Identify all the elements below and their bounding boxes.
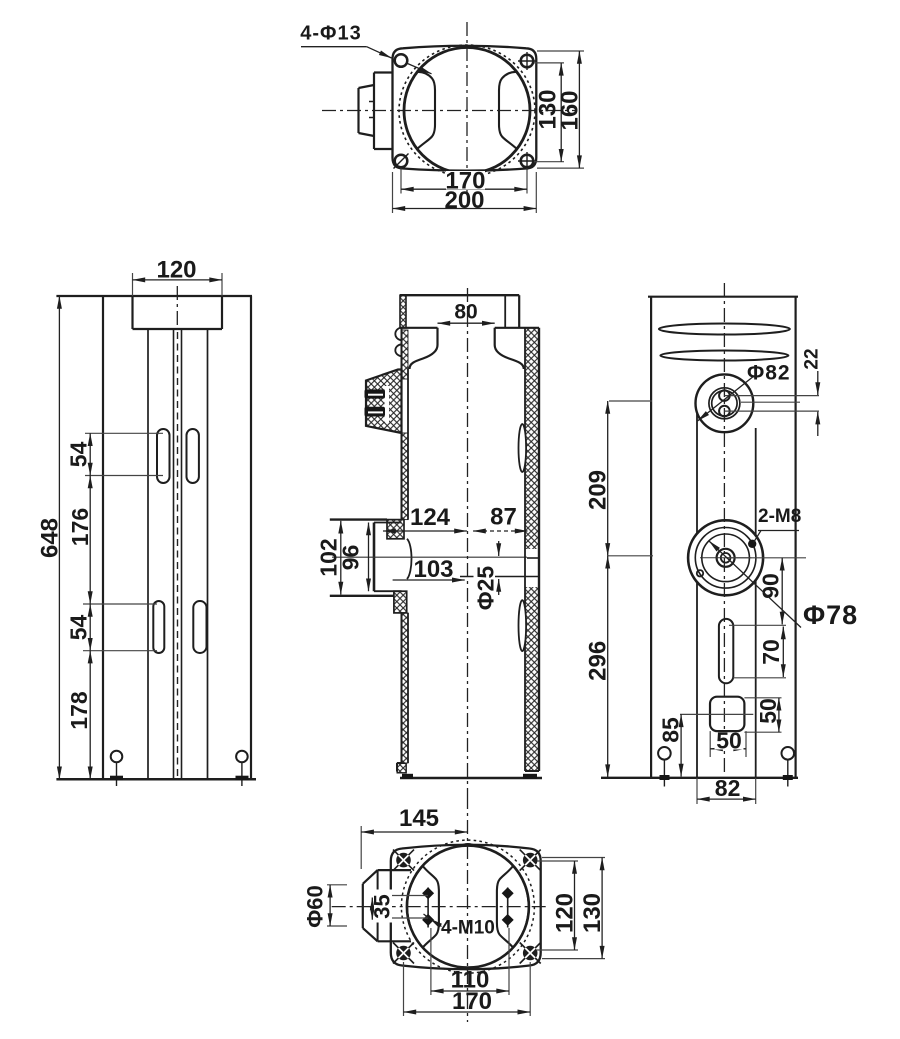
svg-text:90: 90 bbox=[758, 573, 784, 599]
svg-text:124: 124 bbox=[410, 504, 451, 531]
svg-text:82: 82 bbox=[715, 775, 741, 801]
svg-text:209: 209 bbox=[585, 470, 612, 510]
svg-text:87: 87 bbox=[490, 503, 517, 530]
svg-text:102: 102 bbox=[316, 538, 342, 576]
svg-text:120: 120 bbox=[156, 256, 196, 283]
svg-text:35: 35 bbox=[370, 894, 395, 918]
svg-text:145: 145 bbox=[399, 805, 439, 832]
svg-text:22: 22 bbox=[802, 348, 823, 369]
svg-text:178: 178 bbox=[66, 691, 92, 730]
svg-text:103: 103 bbox=[413, 556, 453, 583]
svg-text:Φ25: Φ25 bbox=[473, 566, 499, 611]
svg-text:296: 296 bbox=[585, 641, 612, 681]
svg-text:170: 170 bbox=[452, 988, 492, 1015]
svg-text:170: 170 bbox=[445, 167, 485, 194]
svg-text:85: 85 bbox=[658, 717, 684, 743]
svg-text:200: 200 bbox=[444, 187, 484, 214]
svg-text:54: 54 bbox=[66, 615, 92, 641]
svg-text:120: 120 bbox=[552, 893, 579, 933]
svg-text:130: 130 bbox=[535, 89, 562, 129]
svg-text:96: 96 bbox=[338, 545, 364, 571]
svg-text:Φ60: Φ60 bbox=[303, 885, 328, 928]
svg-text:648: 648 bbox=[37, 518, 64, 558]
svg-text:54: 54 bbox=[66, 441, 92, 467]
svg-text:4-M10: 4-M10 bbox=[441, 918, 495, 939]
svg-text:176: 176 bbox=[67, 508, 93, 546]
svg-text:4-Φ13: 4-Φ13 bbox=[300, 23, 361, 45]
svg-text:110: 110 bbox=[451, 967, 490, 994]
svg-text:50: 50 bbox=[716, 727, 742, 753]
svg-text:2-M8: 2-M8 bbox=[758, 506, 801, 527]
svg-text:80: 80 bbox=[454, 301, 477, 324]
svg-text:130: 130 bbox=[579, 893, 606, 933]
svg-text:70: 70 bbox=[758, 639, 784, 665]
svg-text:Φ78: Φ78 bbox=[803, 600, 858, 630]
svg-text:50: 50 bbox=[755, 698, 781, 724]
svg-text:Φ82: Φ82 bbox=[747, 362, 791, 385]
svg-text:160: 160 bbox=[557, 90, 584, 130]
